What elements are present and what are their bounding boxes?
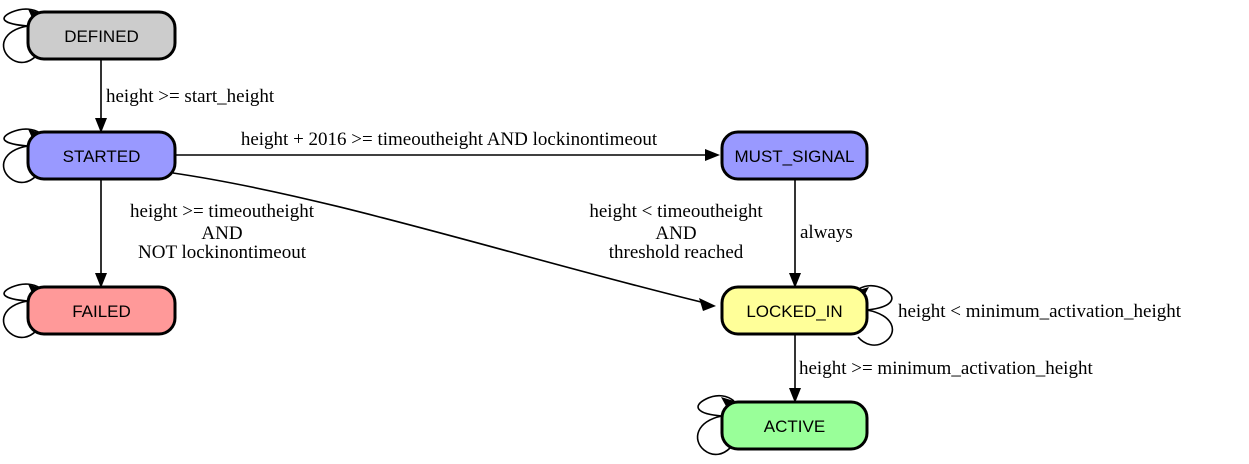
edge-failed-self-loop-path: [3, 283, 41, 302]
state-node-failed-label: FAILED: [72, 302, 131, 321]
state-node-active[interactable]: ACTIVE: [720, 400, 869, 451]
edge-defined-self-loop-lower: [2, 25, 37, 64]
edge-active-self-loop[interactable]: [696, 394, 735, 456]
state-node-defined[interactable]: DEFINED: [26, 10, 177, 61]
edge-started-to-locked-in-arrowhead: [699, 298, 716, 311]
edge-label-locked-in-to-active: height >= minimum_activation_height: [799, 358, 1093, 379]
edges-layer: [2, 8, 894, 456]
state-node-defined-label: DEFINED: [64, 27, 139, 46]
edge-label-started-to-locked-in-line-2: AND: [655, 223, 696, 244]
edge-started-self-loop-lower-path: [2, 145, 37, 184]
edge-locked-in-self-loop-path: [855, 284, 893, 311]
state-node-must-signal-shape: [720, 130, 869, 181]
state-node-active-shape: [720, 400, 869, 451]
edge-failed-self-loop-lower-path: [2, 300, 37, 339]
state-node-locked-in-shape: [720, 285, 869, 336]
state-node-must-signal-label: MUST_SIGNAL: [735, 147, 855, 166]
edge-label-defined-to-started: height >= start_height: [106, 86, 275, 107]
edge-locked-in-self-loop-lower-path: [857, 309, 894, 346]
edge-started-self-loop-path: [3, 128, 41, 147]
edge-must-signal-to-locked-in[interactable]: [789, 179, 801, 288]
edge-label-started-to-failed: height >= timeoutheight AND NOT lockinon…: [130, 201, 315, 263]
edge-started-to-failed[interactable]: [95, 179, 107, 288]
state-node-must-signal[interactable]: MUST_SIGNAL: [720, 130, 869, 181]
edge-label-started-to-locked-in-line-3: threshold reached: [609, 242, 744, 263]
state-node-locked-in-label: LOCKED_IN: [746, 302, 842, 321]
state-node-defined-shape: [26, 10, 177, 61]
state-node-started-label: STARTED: [63, 147, 141, 166]
edge-started-to-locked-in[interactable]: [172, 172, 716, 311]
edge-active-self-loop-path: [697, 394, 735, 417]
edge-must-signal-to-locked-in-arrowhead: [789, 273, 801, 288]
edge-active-self-loop-lower-path: [696, 415, 731, 456]
nodes-layer: DEFINED STARTED FAILED MUST_SIGNAL LOCKE…: [26, 10, 869, 451]
state-node-failed[interactable]: FAILED: [26, 285, 177, 336]
edge-label-started-to-failed-line-3: NOT lockinontimeout: [138, 242, 307, 263]
edge-active-self-loop-arrowhead: [721, 397, 734, 408]
edge-defined-to-started[interactable]: [95, 59, 107, 133]
edge-defined-self-loop-lower-path: [2, 25, 37, 64]
edge-started-to-must-signal[interactable]: [175, 149, 720, 161]
edge-locked-in-to-active[interactable]: [789, 334, 801, 403]
edge-label-must-signal-to-locked-in: always: [800, 222, 853, 243]
state-node-active-label: ACTIVE: [764, 417, 825, 436]
edge-label-started-to-failed-line-1: height >= timeoutheight: [130, 201, 315, 222]
state-node-started[interactable]: STARTED: [26, 130, 177, 181]
edge-started-to-must-signal-arrowhead: [705, 149, 720, 161]
edge-labels-layer: height >= start_height height + 2016 >= …: [106, 86, 1182, 379]
edge-label-started-to-locked-in: height < timeoutheight AND threshold rea…: [589, 201, 763, 263]
edge-label-started-to-failed-line-2: AND: [201, 223, 242, 244]
edge-defined-self-loop-path: [3, 8, 41, 27]
edge-locked-in-to-active-arrowhead: [789, 388, 801, 403]
edge-started-to-failed-arrowhead: [95, 273, 107, 288]
edge-label-locked-in-self-loop: height < minimum_activation_height: [898, 301, 1182, 322]
edge-defined-to-started-arrowhead: [95, 118, 107, 133]
edge-started-to-locked-in-path: [172, 172, 706, 304]
edge-label-started-to-must-signal: height + 2016 >= timeoutheight AND locki…: [241, 129, 658, 150]
state-node-started-shape: [26, 130, 177, 181]
state-node-locked-in[interactable]: LOCKED_IN: [720, 285, 869, 336]
edge-label-started-to-locked-in-line-1: height < timeoutheight: [589, 201, 763, 222]
state-node-failed-shape: [26, 285, 177, 336]
